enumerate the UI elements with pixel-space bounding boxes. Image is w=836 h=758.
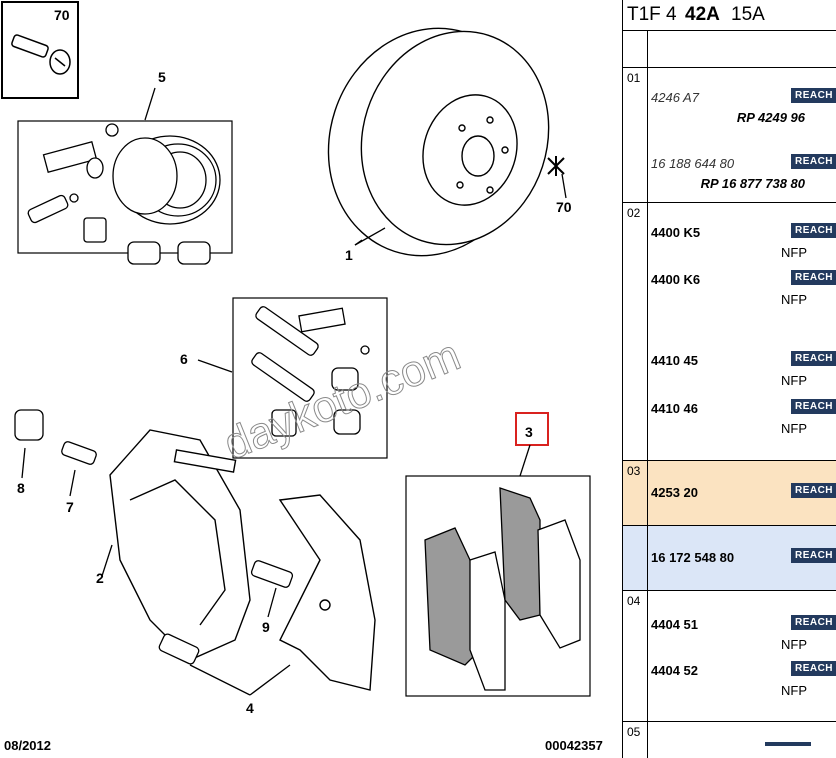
nfp-note: NFP [781, 421, 807, 436]
part-line[interactable]: 4253 20 REACH 01 [649, 481, 836, 525]
brake-disc [327, 27, 550, 257]
part-ref: 4246 A7 [651, 90, 699, 105]
part-line[interactable]: 4400 K5 REACH 01 NFP [649, 221, 836, 265]
row-seq: 03 [627, 464, 641, 478]
replacement-ref[interactable]: RP 16 877 738 80 [700, 176, 805, 191]
reach-badge: REACH [791, 223, 836, 238]
row-seq: 05 [627, 725, 641, 739]
parts-row-02[interactable]: 02 4400 K5 REACH 01 NFP 4400 K6 REACH 01… [623, 203, 836, 461]
label-4: 4 [246, 700, 254, 716]
panel-spacer [623, 31, 836, 68]
part-line[interactable]: 16 188 644 80 REACH 01 RP 16 877 738 80 … [649, 152, 836, 196]
panel-header: T1F 4 42A 15A [623, 0, 836, 31]
reach-badge: REACH [791, 483, 836, 498]
part-ref: 4253 20 [651, 485, 698, 500]
row-seq: 04 [627, 594, 641, 608]
nfp-note: NFP [781, 683, 807, 698]
parts-list-panel: T1F 4 42A 15A 01 4246 A7 REACH 01 RP 424… [622, 0, 836, 758]
label-6: 6 [180, 351, 188, 367]
part-line[interactable]: 16 172 548 80 REACH 01 [649, 546, 836, 590]
label-2: 2 [96, 570, 104, 586]
parts-row-03-selected[interactable]: 03 4253 20 REACH 01 [623, 461, 836, 526]
part-ref: 16 188 644 80 [651, 156, 735, 171]
caliper-body [109, 429, 251, 661]
part-line[interactable]: 4404 52 REACH 01 NFP [649, 659, 836, 703]
label-70-top: 70 [54, 7, 70, 23]
label-70-right: 70 [556, 199, 572, 215]
guide-kit-parts [251, 306, 370, 437]
part-ref: 4404 52 [651, 663, 698, 678]
nfp-note: NFP [781, 637, 807, 652]
screw-icon [11, 34, 71, 75]
part-ref: 4400 K5 [651, 225, 701, 240]
caliper-carrier [278, 494, 376, 691]
reach-badge: REACH [791, 615, 836, 630]
reach-badge-partial [765, 742, 811, 746]
label-3: 3 [525, 424, 533, 440]
reach-badge: REACH [791, 661, 836, 676]
parts-row-05[interactable]: 05 [623, 722, 836, 758]
reach-badge: REACH [791, 270, 836, 285]
diagram-canvas: daykoto.com 70 5 70 1 6 3 8 7 2 9 4 [1, 1, 591, 716]
footer-date: 08/2012 [4, 738, 51, 753]
header-highlight: 42A [685, 4, 720, 25]
part-ref: 16 172 548 80 [651, 550, 735, 565]
nfp-note: NFP [781, 292, 807, 307]
part-line[interactable]: 4246 A7 REACH 01 RP 4249 96 01 [649, 86, 836, 130]
part-line[interactable]: 4404 51 REACH 01 NFP [649, 613, 836, 657]
replacement-ref[interactable]: RP 4249 96 [736, 110, 805, 125]
nfp-note: NFP [781, 245, 807, 260]
parts-row-01[interactable]: 01 4246 A7 REACH 01 RP 4249 96 01 16 188… [623, 68, 836, 203]
part-ref: 4404 51 [651, 617, 698, 632]
row-seq: 02 [627, 206, 641, 220]
leader-lines [21, 87, 567, 696]
reach-badge: REACH [791, 548, 836, 563]
header-suffix: 15A [731, 4, 765, 25]
label-9: 9 [262, 619, 270, 635]
label-1: 1 [345, 247, 353, 263]
seal-kit-parts [27, 123, 221, 265]
row-seq: 01 [627, 71, 641, 85]
nfp-note: NFP [781, 373, 807, 388]
footer-code: 00042357 [545, 738, 603, 753]
star-icon [547, 156, 565, 176]
reach-badge: REACH [791, 399, 836, 414]
part-line[interactable]: 4410 45 REACH 01 NFP [649, 349, 836, 393]
bolts [14, 409, 294, 665]
parts-row-04[interactable]: 04 4404 51 REACH 01 NFP 4404 52 REACH 01… [623, 591, 836, 722]
reach-badge: REACH [791, 351, 836, 366]
highlighted-label-box [515, 412, 549, 446]
reach-badge: REACH [791, 154, 836, 169]
label-5: 5 [158, 69, 166, 85]
part-line[interactable]: 4400 K6 REACH 01 NFP [649, 268, 836, 312]
label-7: 7 [66, 499, 74, 515]
brake-pads [424, 487, 581, 691]
reach-badge: REACH [791, 88, 836, 103]
part-ref: 4400 K6 [651, 272, 701, 287]
label-8: 8 [17, 480, 25, 496]
exploded-parts-diagram: daykoto.com 70 5 70 1 6 3 8 7 2 9 4 08/2… [1, 1, 603, 753]
header-prefix: T1F 4 [627, 4, 677, 25]
part-ref: 4410 45 [651, 353, 698, 368]
part-line[interactable]: 4410 46 REACH 01 NFP [649, 397, 836, 441]
parts-row-03-alternate[interactable]: 16 172 548 80 REACH 01 [623, 526, 836, 591]
part-ref: 4410 46 [651, 401, 698, 416]
